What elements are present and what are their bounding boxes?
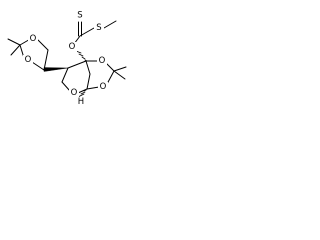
bond-layer: [7, 20, 127, 94]
hashed-bond-c3-o: [75, 50, 88, 62]
bond-c-acetal-o-bottom: [106, 70, 115, 85]
atom-o-dioxolane-top: O: [30, 34, 37, 44]
bond-dioxolane-methyl-1: [7, 38, 21, 46]
atom-s-methyl: S: [96, 23, 101, 33]
bond-s-methyl: [103, 20, 117, 29]
atom-s-thione: S: [77, 11, 82, 21]
atom-label-layer: S S O O O O O O H: [23, 10, 108, 108]
atom-o-acetonide-top: O: [99, 56, 106, 66]
atom-o-furanose: O: [71, 88, 78, 98]
bond-o-c1: [77, 88, 88, 94]
atom-o-acetonide-bottom: O: [100, 82, 107, 92]
bond-c4-c5: [61, 67, 69, 83]
bond-dioxolane-methyl-2: [10, 44, 21, 56]
bond-o-top-ch2: [37, 39, 49, 51]
atom-h-anomeric: H: [78, 97, 84, 107]
bond-ch2-ch: [43, 49, 49, 71]
bond-o-top-c-acetal: [105, 62, 115, 72]
bond-c5-o: [61, 81, 71, 92]
bond-c1-c2: [86, 73, 91, 90]
bond-c-s-methyl: [79, 27, 95, 37]
bond-o-bottom-c1: [86, 86, 100, 90]
bond-acetal-methyl-1: [113, 66, 127, 72]
bond-acetal-methyl-2: [113, 70, 126, 80]
bond-c3-c4: [67, 60, 87, 69]
bond-c2-c3: [85, 60, 91, 75]
atom-o-ester: O: [69, 42, 76, 52]
stereo-layer: [43, 50, 88, 98]
bond-ch2-o-dioxolane: [31, 61, 45, 71]
molecule-structure: S S O O O O O O H: [7, 10, 127, 108]
wedge-bond-c4-ch: [43, 67, 69, 72]
atom-o-dioxolane-bottom: O: [25, 55, 32, 65]
